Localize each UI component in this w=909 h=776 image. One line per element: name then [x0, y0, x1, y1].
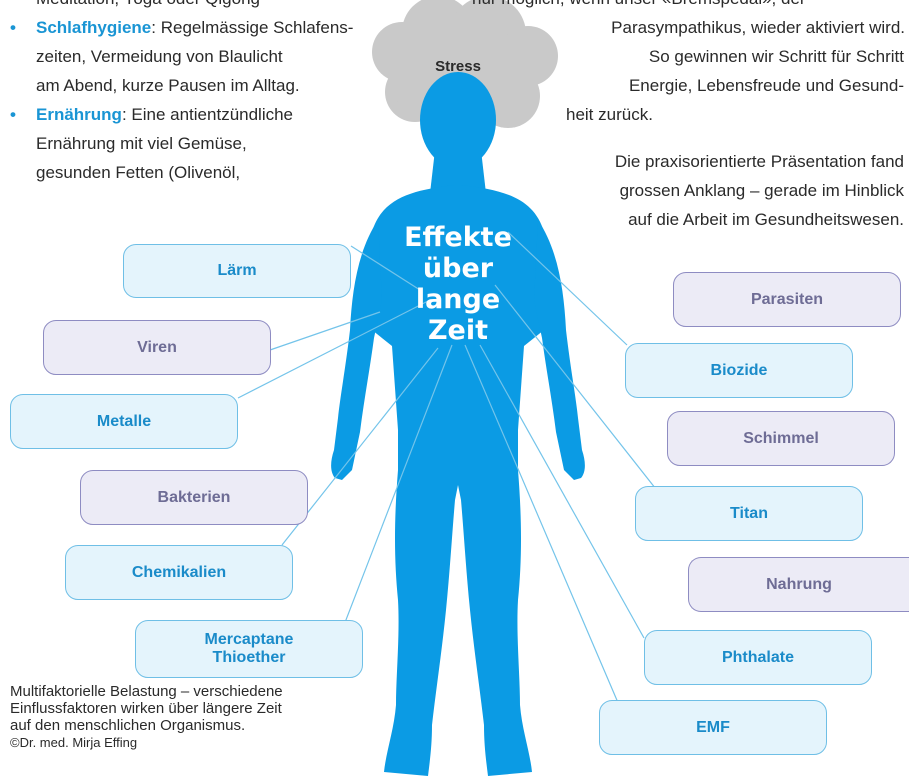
caption-line: auf den menschlichen Organismus.	[10, 717, 350, 734]
factor-box-chemikalien: Chemikalien	[65, 545, 293, 600]
caption-line: Einflussfaktoren wirken über längere Zei…	[10, 700, 350, 717]
factor-label: Metalle	[97, 413, 151, 431]
factor-label: Parasiten	[751, 291, 823, 309]
factor-box-phthalate: Phthalate	[644, 630, 872, 685]
right-text-line: Parasympathikus, wieder aktiviert wird.	[545, 13, 905, 42]
right-text-line: heit zurück.	[566, 100, 886, 129]
factor-box-parasiten: Parasiten	[673, 272, 901, 327]
right-text-line: So gewinnen wir Schritt für Schritt	[578, 42, 904, 71]
factor-label: Bakterien	[158, 489, 231, 507]
factor-label: Thioether	[213, 649, 286, 667]
factor-label: Viren	[137, 339, 177, 357]
factor-box-laerm: Lärm	[123, 244, 351, 298]
caption-line: Multifaktorielle Belastung – verschieden…	[10, 683, 350, 700]
factor-box-bakterien: Bakterien	[80, 470, 308, 525]
sleep-text: : Regelmässige Schlafens-	[151, 18, 353, 37]
factor-box-emf: EMF	[599, 700, 827, 755]
nutrition-item: • Ernährung: Eine antientzündliche	[36, 100, 416, 129]
factor-label: Nahrung	[766, 576, 832, 594]
factor-box-biozide: Biozide	[625, 343, 853, 398]
center-label-line: lange	[388, 284, 528, 315]
factor-label: Biozide	[711, 362, 768, 380]
factor-box-mercaptane-thioether: Mercaptane Thioether	[135, 620, 363, 678]
factor-box-schimmel: Schimmel	[667, 411, 895, 466]
left-text-line: Ernährung mit viel Gemüse,	[36, 129, 416, 158]
copyright-credit: ©Dr. med. Mirja Effing	[10, 734, 350, 751]
factor-label: Lärm	[217, 262, 256, 280]
left-text-line: zeiten, Vermeidung von Blaulicht	[36, 42, 416, 71]
center-label-line: Zeit	[388, 315, 528, 346]
left-text-line: Meditation, Yoga oder Qigong	[36, 0, 416, 13]
bullet-icon: •	[10, 100, 16, 129]
right-text-line: Energie, Lebensfreude und Gesund-	[578, 71, 904, 100]
figure-caption: Multifaktorielle Belastung – verschieden…	[10, 683, 350, 751]
factor-box-metalle: Metalle	[10, 394, 238, 449]
left-text-column: Meditation, Yoga oder Qigong • Schlafhyg…	[36, 0, 416, 187]
factor-box-nahrung: Nahrung	[688, 557, 909, 612]
factor-label: Titan	[730, 505, 768, 523]
factor-label: Mercaptane	[205, 631, 294, 649]
right-text-line: Die praxisorientierte Präsentation fand	[536, 147, 904, 176]
factor-label: Chemikalien	[132, 564, 226, 582]
sleep-term: Schlafhygiene	[36, 18, 151, 37]
center-label-line: über	[388, 253, 528, 284]
sleep-item: • Schlafhygiene: Regelmässige Schlafens-	[36, 13, 416, 42]
factor-box-viren: Viren	[43, 320, 271, 375]
left-text-line: gesunden Fetten (Olivenöl,	[36, 158, 416, 187]
right-text-line: nur möglich, wenn unser «Bremspedal», de…	[472, 0, 904, 13]
left-text-line: am Abend, kurze Pausen im Alltag.	[36, 71, 416, 100]
factor-box-titan: Titan	[635, 486, 863, 541]
nutrition-term: Ernährung	[36, 105, 122, 124]
right-text-line: auf die Arbeit im Gesundheitswesen.	[550, 205, 904, 234]
factor-label: Phthalate	[722, 649, 794, 667]
factor-label: Schimmel	[743, 430, 819, 448]
factor-label: EMF	[696, 719, 730, 737]
right-text-line: grossen Anklang – gerade im Hinblick	[544, 176, 904, 205]
stress-label: Stress	[418, 58, 498, 75]
center-label-line: Effekte	[388, 222, 528, 253]
center-label: Effekte über lange Zeit	[388, 222, 528, 346]
nutrition-text: : Eine antientzündliche	[122, 105, 293, 124]
bullet-icon: •	[10, 13, 16, 42]
